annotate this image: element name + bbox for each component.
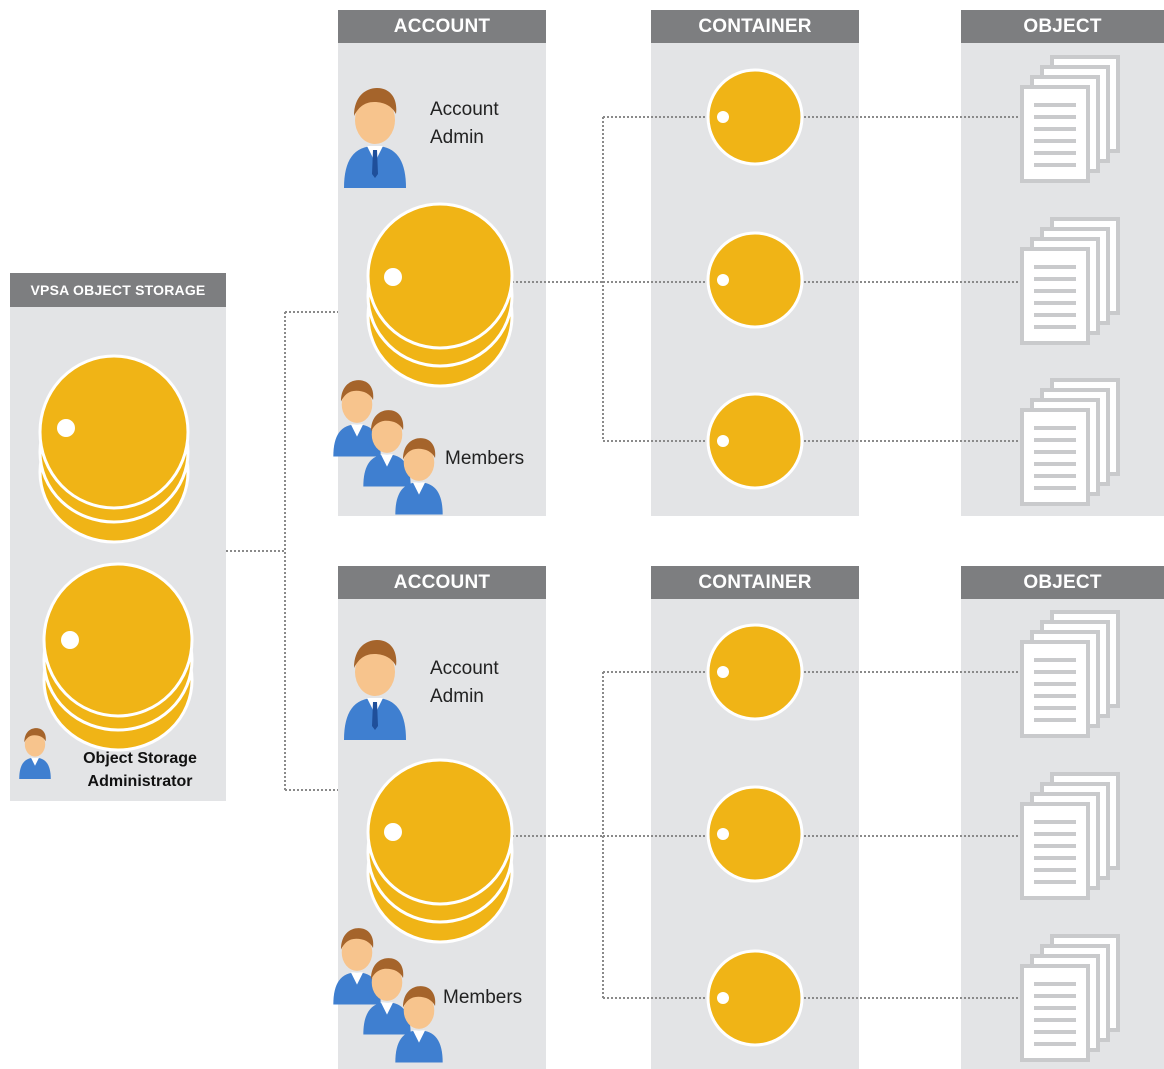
database-stack-icon [366, 758, 514, 944]
connector-lines [226, 116, 1018, 999]
document-stack-icon [1022, 57, 1118, 181]
document-stack-icon [1022, 936, 1118, 1060]
database-stack-icon [38, 354, 190, 544]
vpsa-panel-title: VPSA OBJECT STORAGE [10, 273, 226, 307]
database-stack-icon [366, 202, 514, 388]
object-storage-admin-label: Object Storage Administrator [62, 747, 218, 793]
account-admin-label-1-line1: Account [430, 99, 499, 120]
people-group-icon [330, 374, 450, 519]
account-panel-1-title: ACCOUNT [338, 10, 546, 43]
container-panel-2-title: CONTAINER [651, 566, 859, 599]
account-admin-label-1: Account Admin [430, 96, 499, 152]
person-icon [344, 88, 406, 188]
container-panel-1-title: CONTAINER [651, 10, 859, 43]
object-storage-admin-label-line1: Object Storage [83, 750, 197, 767]
account-admin-label-2-line1: Account [430, 658, 499, 679]
account-admin-label-2: Account Admin [430, 655, 499, 711]
people-group-icon [330, 922, 450, 1067]
container-disk-icon [706, 392, 804, 490]
database-stack-icon [42, 562, 194, 752]
members-label-1: Members [445, 448, 525, 469]
container-disk-icon [706, 68, 804, 166]
document-stack-icon [1022, 774, 1118, 898]
account-panel-2-title: ACCOUNT [338, 566, 546, 599]
account-admin-label-2-line2: Admin [430, 686, 484, 707]
document-stack-icon [1022, 380, 1118, 504]
object-panel-2-title: OBJECT [961, 566, 1164, 599]
person-icon [19, 728, 51, 779]
object-storage-admin-label-line2: Administrator [87, 773, 193, 790]
container-disk-icon [706, 785, 804, 883]
object-panel-1-title: OBJECT [961, 10, 1164, 43]
container-disk-icon [706, 623, 804, 721]
person-icon [344, 640, 406, 740]
account-admin-label-1-line2: Admin [430, 127, 484, 148]
document-stack-icon [1022, 219, 1118, 343]
container-disk-icon [706, 949, 804, 1047]
members-label-2: Members [443, 987, 523, 1008]
container-disk-icon [706, 231, 804, 329]
document-stack-icon [1022, 612, 1118, 736]
